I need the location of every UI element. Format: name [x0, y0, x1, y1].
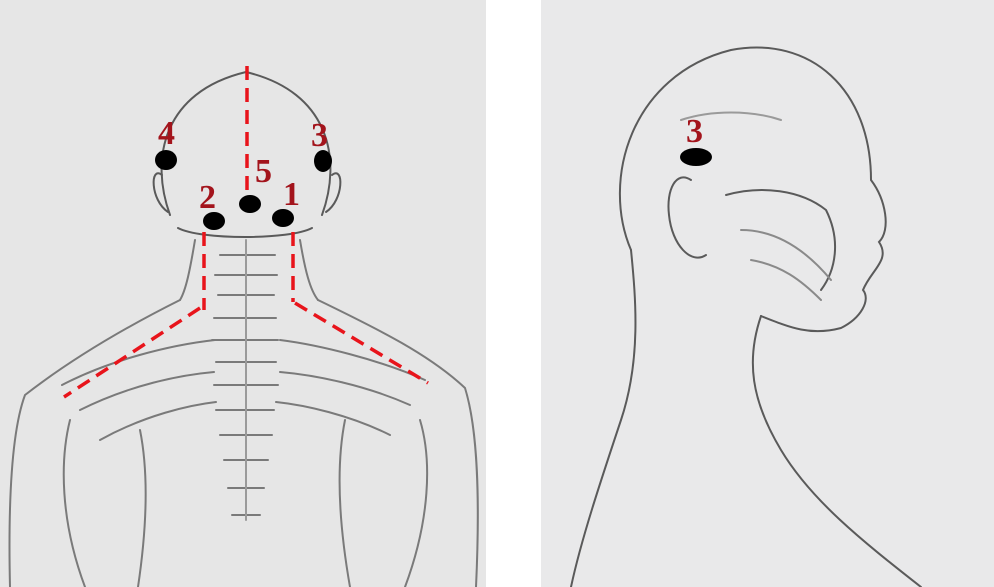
point-4-label: 4: [158, 115, 175, 152]
point-4-marker: [155, 150, 177, 170]
paper-background-right: [541, 0, 994, 587]
side-point-3-label: 3: [686, 113, 703, 150]
point-2-label: 2: [199, 179, 216, 216]
side-point-3-marker: [680, 148, 712, 166]
back-view-drawing: 1 2 3 4 5: [0, 0, 486, 587]
point-3-label: 3: [311, 117, 328, 154]
back-view-panel: 1 2 3 4 5: [0, 0, 486, 587]
point-1-label: 1: [283, 176, 300, 213]
paper-background: [0, 0, 486, 587]
side-view-panel: 3: [541, 0, 994, 587]
point-5-marker: [239, 195, 261, 213]
side-view-drawing: 3: [541, 0, 994, 587]
point-5-label: 5: [255, 153, 272, 190]
